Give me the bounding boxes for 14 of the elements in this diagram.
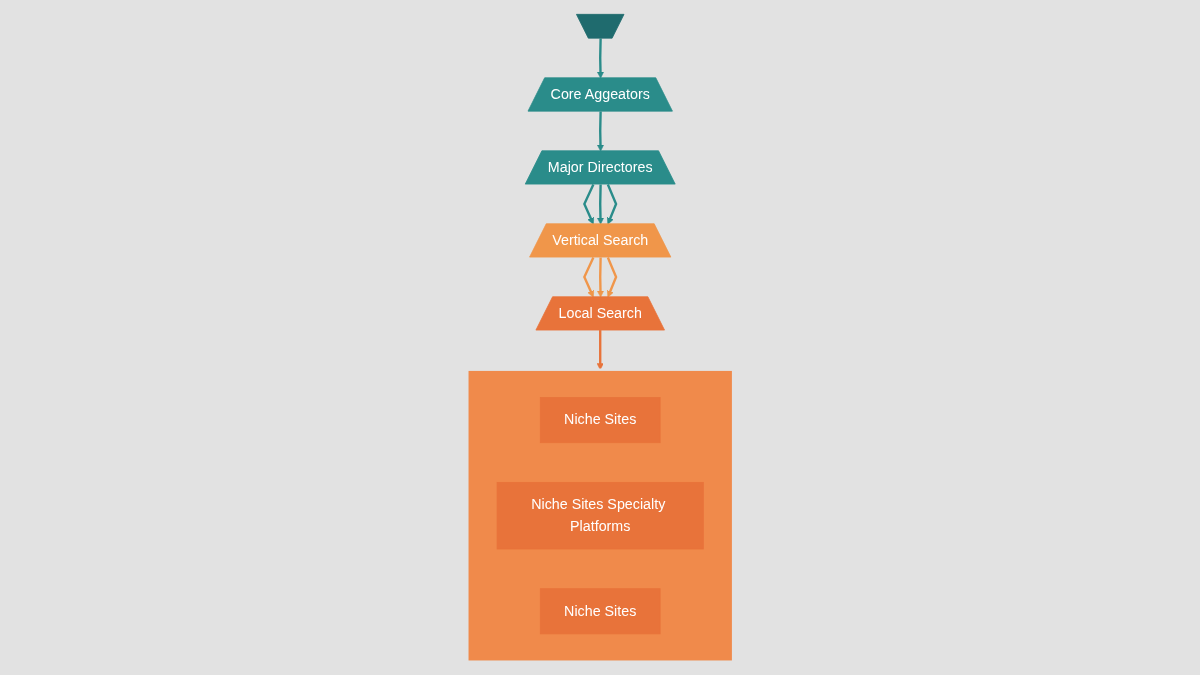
arrow: [606, 256, 618, 297]
arrow: [596, 38, 604, 78]
arrow: [596, 329, 604, 370]
node-box: Niche Sites: [539, 587, 661, 634]
arrow: [596, 183, 604, 224]
node-triangle: [575, 13, 625, 39]
arrow: [606, 183, 618, 224]
arrow: [582, 256, 595, 297]
arrow: [596, 256, 604, 297]
arrow: [596, 111, 604, 151]
arrow: [582, 183, 595, 224]
cluster: [465, 368, 735, 663]
node-box: Niche Sites Specialty Platforms: [496, 481, 704, 549]
node-box: Niche Sites: [539, 396, 661, 443]
